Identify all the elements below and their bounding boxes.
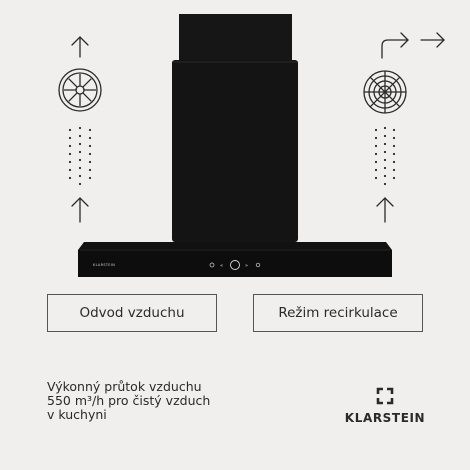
hood-chimney — [172, 60, 298, 242]
exhaust-mode-label: Odvod vzduchu — [79, 305, 185, 321]
exhaust-mode-box: Odvod vzduchu — [47, 294, 217, 332]
airflow-dots-left — [68, 126, 92, 186]
klarstein-logo-text: KLARSTEIN — [344, 411, 426, 425]
light-icon — [255, 262, 261, 268]
arrow-right-icon — [420, 32, 445, 48]
airflow-dots-right — [374, 126, 396, 186]
hood-brand-label: KLARSTEIN — [93, 263, 116, 267]
recirculation-arrow-icon — [381, 32, 409, 59]
hood-control-panel — [78, 250, 392, 277]
left-arrow-up-top — [71, 36, 89, 58]
recirculation-mode-box: Režim recirkulace — [253, 294, 423, 332]
fan-speed-dial-icon — [230, 260, 240, 270]
power-icon — [209, 262, 215, 268]
description-line-2: 550 m³/h pro čistý vzduch — [47, 393, 211, 408]
klarstein-logo-icon — [376, 387, 394, 405]
fan-speed-down-icon: « — [220, 263, 223, 269]
product-description: Výkonný průtok vzduchu 550 m³/h pro čist… — [47, 380, 210, 422]
fan-speed-up-icon: » — [245, 263, 248, 269]
recirculation-mode-label: Režim recirkulace — [278, 305, 398, 321]
fan-icon — [58, 68, 102, 112]
description-line-1: Výkonný průtok vzduchu — [47, 379, 202, 394]
klarstein-logo: KLARSTEIN — [340, 386, 430, 425]
description-line-3: v kuchyni — [47, 407, 107, 422]
right-arrow-up-bottom — [376, 197, 394, 223]
hood-touch-controls: « » — [209, 260, 261, 270]
hood-chimney-upper — [179, 14, 292, 64]
filter-icon — [363, 70, 407, 114]
left-arrow-up-bottom — [71, 197, 89, 223]
